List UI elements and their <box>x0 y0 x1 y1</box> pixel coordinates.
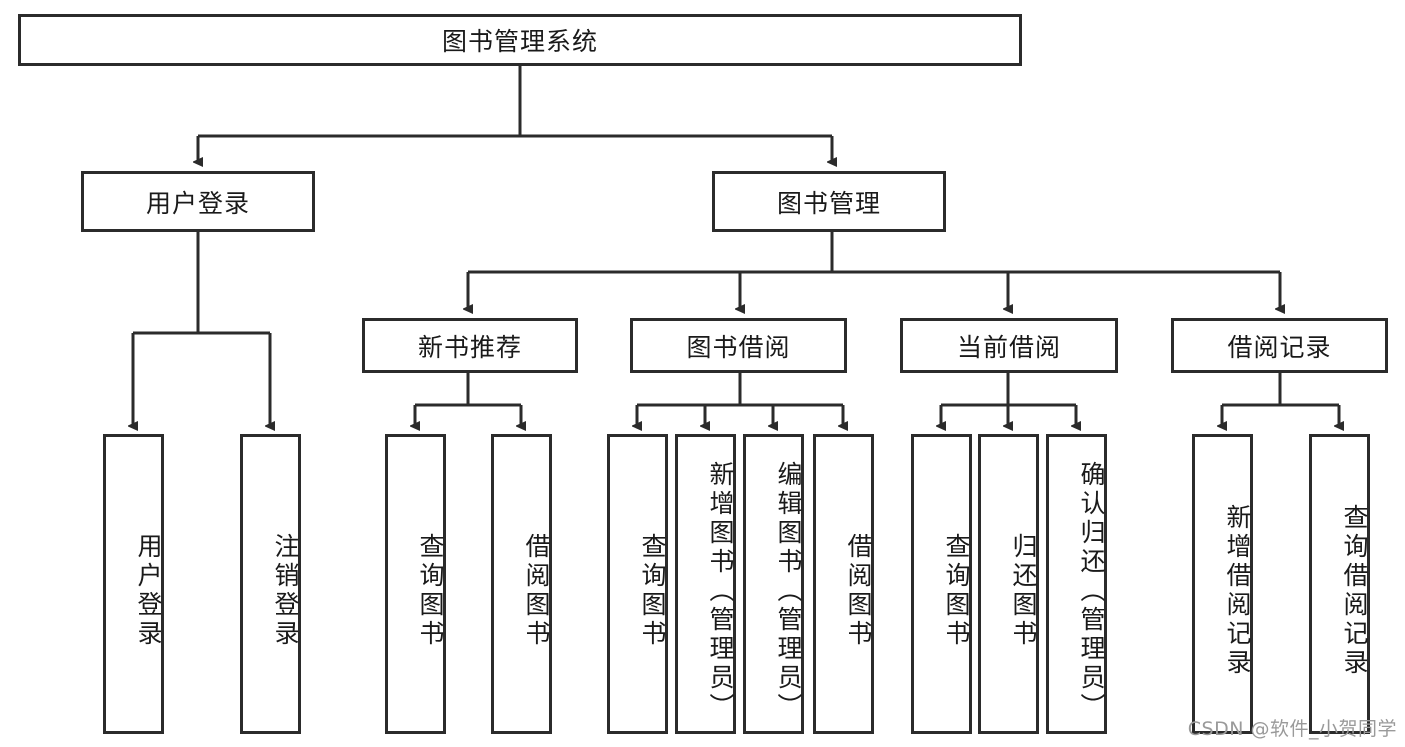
node-root-label: 图书管理系统 <box>441 27 598 56</box>
leaf-borrow-book-2[interactable]: 借阅图书 <box>813 434 874 734</box>
watermark: CSDN @软件_小贺同学 <box>1187 718 1397 740</box>
node-current-borrow[interactable]: 当前借阅 <box>900 318 1118 373</box>
node-book-manage[interactable]: 图书管理 <box>712 171 946 232</box>
leaf-query-book-2[interactable]: 查询图书 <box>607 434 668 734</box>
leaf-user-logout[interactable]: 注销登录 <box>240 434 301 734</box>
leaf-confirm-return-label: 确认归还（管理员） <box>1077 460 1106 722</box>
leaf-query-book-1[interactable]: 查询图书 <box>385 434 446 734</box>
node-current-borrow-label: 当前借阅 <box>956 332 1061 362</box>
node-new-book-rec[interactable]: 新书推荐 <box>362 318 578 373</box>
leaf-query-book-1-label: 查询图书 <box>416 533 445 649</box>
node-book-manage-label: 图书管理 <box>776 188 881 218</box>
leaf-query-record[interactable]: 查询借阅记录 <box>1309 434 1370 734</box>
leaf-user-login-label: 用户登录 <box>134 533 163 649</box>
leaf-borrow-book-1[interactable]: 借阅图书 <box>491 434 552 734</box>
leaf-query-record-label: 查询借阅记录 <box>1340 504 1369 678</box>
leaf-edit-book-label: 编辑图书（管理员） <box>774 460 803 722</box>
leaf-query-book-3-label: 查询图书 <box>942 533 971 649</box>
leaf-borrow-book-2-label: 借阅图书 <box>844 533 873 649</box>
node-new-book-rec-label: 新书推荐 <box>417 332 522 362</box>
leaf-add-record[interactable]: 新增借阅记录 <box>1192 434 1253 734</box>
leaf-query-book-2-label: 查询图书 <box>638 533 667 649</box>
leaf-return-book[interactable]: 归还图书 <box>978 434 1039 734</box>
node-borrow-record-label: 借阅记录 <box>1227 332 1332 362</box>
node-user-login-label: 用户登录 <box>145 188 250 218</box>
leaf-confirm-return[interactable]: 确认归还（管理员） <box>1046 434 1107 734</box>
node-borrow-record[interactable]: 借阅记录 <box>1171 318 1388 373</box>
leaf-add-record-label: 新增借阅记录 <box>1223 504 1252 678</box>
leaf-user-logout-label: 注销登录 <box>271 533 300 649</box>
leaf-user-login[interactable]: 用户登录 <box>103 434 164 734</box>
node-root[interactable]: 图书管理系统 <box>18 14 1022 66</box>
leaf-borrow-book-1-label: 借阅图书 <box>522 533 551 649</box>
leaf-return-book-label: 归还图书 <box>1009 533 1038 649</box>
node-user-login[interactable]: 用户登录 <box>81 171 315 232</box>
leaf-edit-book[interactable]: 编辑图书（管理员） <box>743 434 804 734</box>
node-book-borrow[interactable]: 图书借阅 <box>630 318 847 373</box>
leaf-add-book-label: 新增图书（管理员） <box>706 460 735 722</box>
node-book-borrow-label: 图书借阅 <box>686 332 791 362</box>
leaf-query-book-3[interactable]: 查询图书 <box>911 434 972 734</box>
leaf-add-book[interactable]: 新增图书（管理员） <box>675 434 736 734</box>
